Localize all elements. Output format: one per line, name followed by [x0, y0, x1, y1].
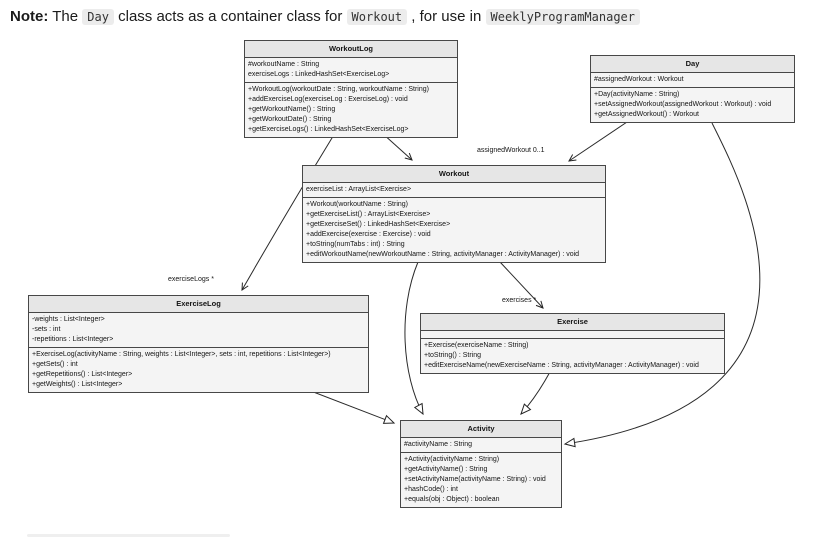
class-workout: Workout exerciseList : ArrayList<Exercis… — [302, 165, 606, 263]
member-line: +equals(obj : Object) : boolean — [404, 496, 500, 503]
member-line: +Day(activityName : String) — [594, 91, 680, 98]
class-title: Exercise — [421, 314, 724, 331]
class-methods: +Workout(workoutName : String) +getExerci… — [303, 198, 605, 262]
class-title: Workout — [303, 166, 605, 183]
note-text: Note: The Day class acts as a container … — [10, 8, 640, 25]
class-attributes: -weights : List<Integer> -sets : int -repe… — [29, 313, 368, 348]
member-line: +editExerciseName(newExerciseName : Stri… — [424, 362, 699, 369]
member-line: +toString() : String — [424, 352, 481, 359]
member-line: #assignedWorkout : Workout — [594, 76, 684, 83]
member-line: +getActivityName() : String — [404, 466, 488, 473]
member-line: +getExerciseSet() : LinkedHashSet<Exerci… — [306, 221, 451, 228]
edge-label-exercises: exercises * — [502, 297, 537, 304]
class-day: Day #assignedWorkout : Workout +Day(acti… — [590, 55, 795, 123]
class-title: ExerciseLog — [29, 296, 368, 313]
member-line: exerciseList : ArrayList<Exercise> — [306, 186, 412, 193]
class-attributes — [421, 331, 724, 339]
class-methods: +Exercise(exerciseName : String) +toStrin… — [421, 339, 724, 373]
code-chip-workout: Workout — [346, 9, 408, 25]
class-title: Activity — [401, 421, 561, 438]
member-line: +getWorkoutName() : String — [248, 106, 336, 113]
member-line: +addExerciseLog(exerciseLog : ExerciseLo… — [248, 96, 408, 103]
class-attributes: exerciseList : ArrayList<Exercise> — [303, 183, 605, 198]
member-line: +getExerciseList() : ArrayList<Exercise> — [306, 211, 431, 218]
member-line: #activityName : String — [404, 441, 473, 448]
code-chip-day: Day — [82, 9, 114, 25]
member-line: +toString(numTabs : int) : String — [306, 241, 405, 248]
member-line: +getExerciseLogs() : LinkedHashSet<Exerc… — [248, 126, 409, 133]
edge-workout-activity-generalization — [404, 261, 424, 416]
edge-label-assignedworkout: assignedWorkout 0..1 — [477, 147, 545, 154]
class-exerciselog: ExerciseLog -weights : List<Integer> -set… — [28, 295, 369, 393]
bottom-divider — [27, 534, 230, 537]
class-methods: +Day(activityName : String) +setAssignedW… — [591, 88, 794, 122]
member-line: +getAssignedWorkout() : Workout — [594, 111, 699, 118]
member-line: +Workout(workoutName : String) — [306, 201, 408, 208]
edge-label-exerciselogs: exerciseLogs * — [168, 276, 214, 283]
note-segment: The — [48, 8, 83, 25]
edge-day-activity-generalization — [563, 122, 761, 448]
member-line: +hashCode() : int — [404, 486, 458, 493]
note-segment: class acts as a container class for — [113, 8, 347, 25]
class-attributes: #assignedWorkout : Workout — [591, 73, 794, 88]
member-line: +Exercise(exerciseName : String) — [424, 342, 529, 349]
class-attributes: #activityName : String — [401, 438, 561, 453]
member-line: -weights : List<Integer> — [32, 316, 105, 323]
member-line: #workoutName : String — [248, 61, 320, 68]
edge-workoutlog-exerciselog-association — [241, 132, 336, 291]
member-line: -repetitions : List<Integer> — [32, 336, 114, 343]
class-methods: +ExerciseLog(activityName : String, weig… — [29, 348, 368, 392]
member-line: +getWeights() : List<Integer> — [32, 381, 123, 388]
code-chip-weeklyprogrammanager: WeeklyProgramManager — [485, 9, 640, 25]
edge-workout-exercise-association — [499, 261, 544, 309]
edge-day-workout-association — [568, 119, 631, 162]
member-line: -sets : int — [32, 326, 61, 333]
class-methods: +Activity(activityName : String) +getActi… — [401, 453, 561, 507]
note-label: Note: — [10, 8, 49, 25]
class-title: Day — [591, 56, 794, 73]
member-line: +ExerciseLog(activityName : String, weig… — [32, 351, 331, 358]
edge-exercise-activity-generalization — [520, 367, 553, 415]
edge-exerciselog-activity-generalization — [302, 387, 396, 424]
member-line: +setActivityName(activityName : String) … — [404, 476, 546, 483]
member-line: +getWorkoutDate() : String — [248, 116, 332, 123]
member-line: +setAssignedWorkout(assignedWorkout : Wo… — [594, 101, 772, 108]
class-activity: Activity #activityName : String +Activit… — [400, 420, 562, 508]
class-exercise: Exercise +Exercise(exerciseName : String… — [420, 313, 725, 374]
class-methods: +WorkoutLog(workoutDate : String, workou… — [245, 83, 457, 137]
member-line: +Activity(activityName : String) — [404, 456, 500, 463]
member-line: +WorkoutLog(workoutDate : String, workou… — [248, 86, 429, 93]
member-line: +addExercise(exercise : Exercise) : void — [306, 231, 431, 238]
class-title: WorkoutLog — [245, 41, 457, 58]
class-attributes: #workoutName : String exerciseLogs : Link… — [245, 58, 457, 83]
member-line: +getSets() : int — [32, 361, 78, 368]
member-line: +editWorkoutName(newWorkoutName : String… — [306, 251, 580, 258]
member-line: exerciseLogs : LinkedHashSet<ExerciseLog… — [248, 71, 390, 78]
class-workoutlog: WorkoutLog #workoutName : String exercise… — [244, 40, 458, 138]
member-line: +getRepetitions() : List<Integer> — [32, 371, 133, 378]
note-segment: , for use in — [407, 8, 486, 25]
